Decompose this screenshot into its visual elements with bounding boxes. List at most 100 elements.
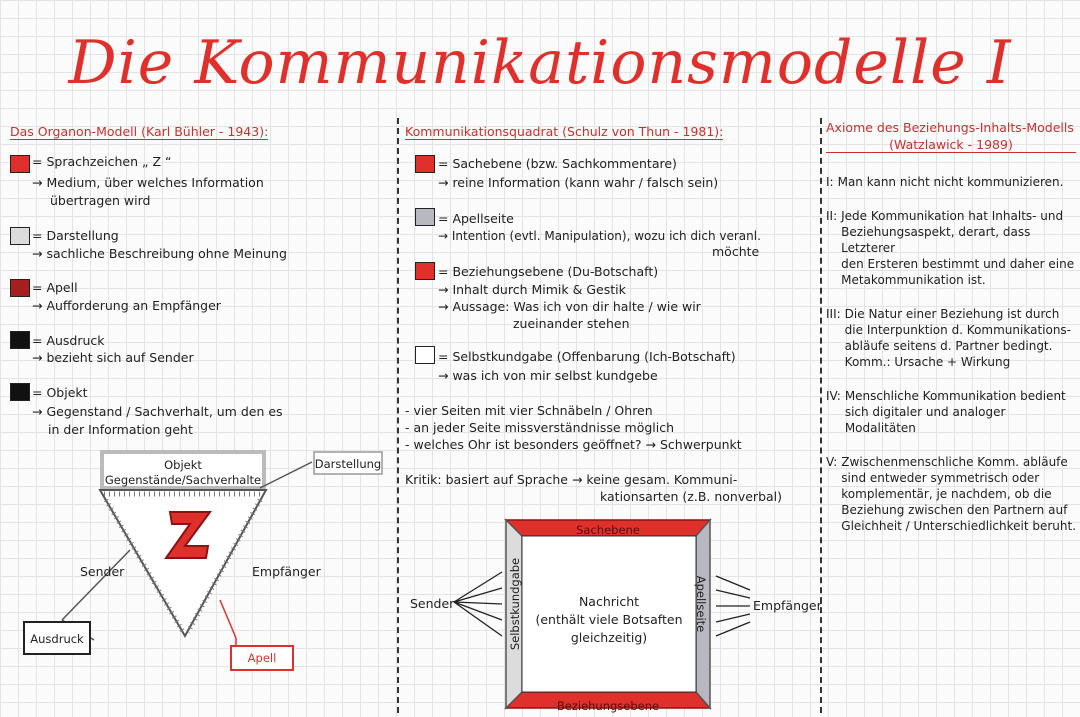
axiom-text: Menschliche Kommunikation bedient sich d… bbox=[845, 388, 1078, 436]
bullet-item: - an jeder Seite missverständnisse mögli… bbox=[405, 420, 675, 435]
apell-box bbox=[230, 645, 294, 671]
column-divider bbox=[820, 118, 822, 713]
axiom-text: Man kann nicht nicht kommunizieren. bbox=[838, 174, 1064, 190]
kritik-text: kationsarten (z.B. nonverbal) bbox=[600, 489, 783, 504]
axiom-number: III: bbox=[826, 307, 841, 321]
axiom-number: IV: bbox=[826, 389, 841, 403]
empfaenger-label: Empfänger bbox=[252, 564, 321, 579]
legend-desc: → sachliche Beschreibung ohne Meinung bbox=[32, 246, 287, 261]
legend-label: = Apellseite bbox=[438, 211, 514, 226]
axiom-line: Man kann nicht nicht kommunizieren. bbox=[837, 175, 1064, 189]
apell-label: Apell bbox=[247, 651, 277, 665]
organon-triangle bbox=[98, 489, 268, 639]
nachricht-sublabel: (enthält viele Botsaften bbox=[535, 612, 683, 627]
empfaenger-label: Empfänger bbox=[753, 598, 822, 613]
axiom-number: I: bbox=[826, 175, 834, 189]
legend-desc: möchte bbox=[712, 244, 760, 259]
legend-desc: übertragen wird bbox=[50, 193, 151, 208]
legend-swatch bbox=[10, 331, 30, 349]
axiom-list: I: Man kann nicht nicht kommunizieren. I… bbox=[826, 174, 1078, 534]
legend-label: = Sprachzeichen „ Z “ bbox=[32, 154, 172, 169]
ausdruck-label: Ausdruck bbox=[30, 632, 84, 646]
legend-swatch bbox=[10, 279, 30, 297]
column-divider bbox=[397, 118, 399, 713]
axiom-number: II: bbox=[826, 209, 838, 223]
quadrat-diagram bbox=[453, 518, 751, 710]
axiom-line: Die Natur einer Beziehung ist durch bbox=[844, 307, 1060, 321]
empfaenger-arrows bbox=[715, 575, 751, 637]
axiom-line: Metakommunikation ist. bbox=[841, 273, 986, 287]
ausdruck-box bbox=[23, 621, 91, 655]
axiom-text: Jede Kommunikation hat Inhalts- und Bezi… bbox=[841, 208, 1078, 288]
objekt-box bbox=[100, 450, 266, 490]
axiom-line: Komm.: Ursache + Wirkung bbox=[844, 355, 1011, 369]
legend-label: = Beziehungsebene (Du-Botschaft) bbox=[438, 264, 659, 279]
legend-swatch bbox=[415, 262, 435, 280]
legend-desc: → Aufforderung an Empfänger bbox=[32, 298, 221, 313]
legend-desc: → Inhalt durch Mimik & Gestik bbox=[438, 282, 626, 297]
axiom-line: Gleichheit / Unterschiedlichkeit beruht. bbox=[841, 519, 1077, 533]
bullet-item: - vier Seiten mit vier Schnäbeln / Ohren bbox=[405, 403, 653, 418]
legend-label: = Sachebene (bzw. Sachkommentare) bbox=[438, 156, 677, 171]
legend-label: = Apell bbox=[32, 280, 78, 295]
axiom-line: Beziehung zwischen den Partnern auf bbox=[841, 503, 1068, 517]
axiom-item: III: Die Natur einer Beziehung ist durch… bbox=[826, 306, 1078, 370]
legend-desc: → was ich von mir selbst kundgebe bbox=[438, 368, 658, 383]
legend-desc: → bezieht sich auf Sender bbox=[32, 350, 194, 365]
legend-desc: → reine Information (kann wahr / falsch … bbox=[438, 175, 719, 190]
legend-desc: → Aussage: Was ich von dir halte / wie w… bbox=[438, 299, 701, 314]
axiom-item: IV: Menschliche Kommunikation bedient si… bbox=[826, 388, 1078, 436]
sender-label: Sender bbox=[410, 596, 455, 611]
organon-diagram bbox=[23, 450, 383, 671]
axiom-text: Die Natur einer Beziehung ist durch die … bbox=[845, 306, 1071, 370]
legend-desc: → Medium, über welches Information bbox=[32, 175, 264, 190]
axiom-line: Zwischenmenschliche Komm. abläufe bbox=[841, 455, 1068, 469]
legend-label: = Selbstkundgabe (Offenbarung (Ich-Botsc… bbox=[438, 349, 736, 364]
z-sign bbox=[164, 511, 212, 559]
axiom-line: den Ersteren bestimmt und daher eine bbox=[841, 257, 1075, 271]
axiom-line: Menschliche Kommunikation bedient bbox=[844, 389, 1066, 403]
nachricht-sublabel: gleichzeitig) bbox=[570, 630, 648, 645]
legend-swatch bbox=[10, 227, 30, 245]
axiome-subheading: (Watzlawick - 1989) bbox=[826, 137, 1076, 153]
legend-swatch bbox=[10, 383, 30, 401]
legend-label: = Ausdruck bbox=[32, 333, 105, 348]
axiom-line: komplementär, je nachdem, ob die bbox=[841, 487, 1052, 501]
legend-swatch bbox=[415, 155, 435, 173]
legend-swatch bbox=[10, 155, 30, 173]
axiom-line: abläufe seitens d. Partner bedingt. bbox=[844, 339, 1053, 353]
axiom-text: Zwischenmenschliche Komm. abläufe sind e… bbox=[841, 454, 1076, 534]
organon-heading: Das Organon-Modell (Karl Bühler - 1943): bbox=[10, 124, 269, 140]
legend-swatch bbox=[415, 346, 435, 364]
objekt-sublabel: Gegenstände/Sachverhalte bbox=[104, 473, 262, 487]
sender-arrows bbox=[453, 571, 503, 637]
nachricht-label: Nachricht bbox=[578, 594, 640, 609]
axiom-line: sind entweder symmetrisch oder bbox=[841, 471, 1040, 485]
darstellung-label: Darstellung bbox=[314, 457, 382, 471]
legend-desc: zueinander stehen bbox=[513, 316, 630, 331]
axiom-line: die Interpunktion d. Kommunikations- bbox=[844, 323, 1072, 337]
objekt-label: Objekt bbox=[164, 458, 202, 472]
axiom-line: Beziehungsaspekt, derart, dass Letzterer bbox=[841, 225, 1031, 255]
legend-desc: in der Information geht bbox=[48, 422, 193, 437]
sender-label: Sender bbox=[80, 564, 125, 579]
axiom-line: Jede Kommunikation hat Inhalts- und bbox=[841, 209, 1064, 223]
legend-desc: → Gegenstand / Sachverhalt, um den es bbox=[32, 404, 283, 419]
beziehungsebene-label: Beziehungsebene bbox=[556, 699, 660, 713]
bullet-item: - welches Ohr ist besonders geöffnet? → … bbox=[405, 437, 742, 452]
selbstkundgabe-label: Selbstkundgabe bbox=[508, 557, 522, 651]
axiom-item: V: Zwischenmenschliche Komm. abläufe sin… bbox=[826, 454, 1078, 534]
legend-desc: → Intention (evtl. Manipulation), wozu i… bbox=[438, 229, 761, 243]
page-title: Die Kommunikationsmodelle I bbox=[68, 28, 1012, 98]
axiom-line: sich digitaler und analoger Modalitäten bbox=[844, 405, 1006, 435]
kritik-text: Kritik: basiert auf Sprache → keine gesa… bbox=[405, 472, 738, 487]
axiom-number: V: bbox=[826, 455, 838, 469]
darstellung-box bbox=[313, 451, 383, 475]
axiom-item: II: Jede Kommunikation hat Inhalts- und … bbox=[826, 208, 1078, 288]
axiom-item: I: Man kann nicht nicht kommunizieren. bbox=[826, 174, 1078, 190]
legend-swatch bbox=[415, 208, 435, 226]
quadrat-heading: Kommunikationsquadrat (Schulz von Thun -… bbox=[405, 124, 724, 140]
axiome-heading: Axiome des Beziehungs-Inhalts-Modells bbox=[826, 120, 1074, 135]
sachebene-label: Sachebene bbox=[576, 523, 640, 537]
legend-label: = Objekt bbox=[32, 385, 88, 400]
